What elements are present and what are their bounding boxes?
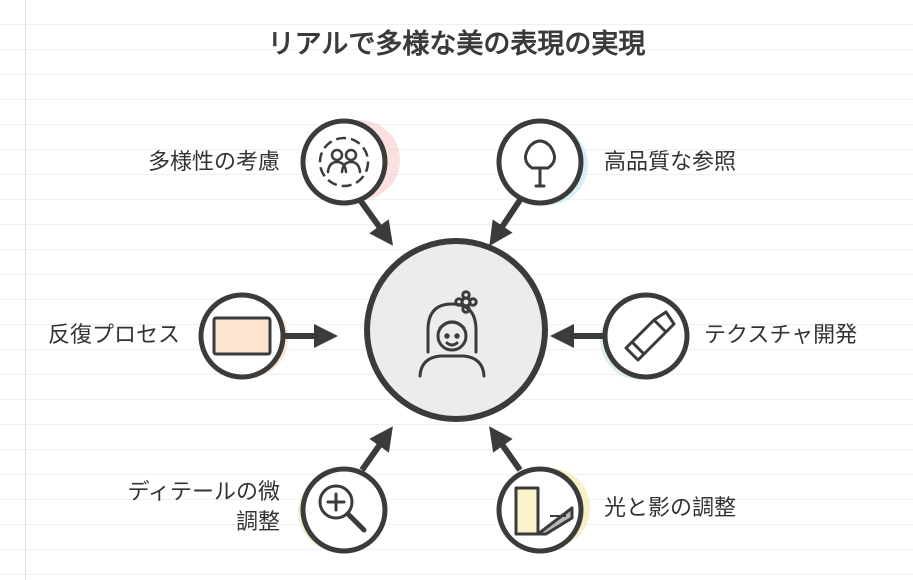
label-detail-line2: 調整 bbox=[235, 510, 280, 535]
label-detail: ディテールの微 調整 bbox=[128, 478, 280, 538]
label-diversity: 多様性の考慮 bbox=[147, 150, 280, 175]
node-diversity bbox=[300, 118, 400, 246]
label-detail-line1: ディテールの微 bbox=[127, 480, 280, 505]
cube-shadow-icon bbox=[514, 486, 574, 536]
rectangle-frame-icon bbox=[212, 316, 272, 356]
label-texture: テクスチャ開発 bbox=[704, 323, 858, 348]
label-iteration: 反復プロセス bbox=[47, 323, 180, 348]
page-title: リアルで多様な美の表現の実現 bbox=[267, 29, 646, 60]
woman-with-flower-icon bbox=[418, 290, 486, 378]
cotton-swab-icon bbox=[524, 139, 556, 188]
label-quality: 高品質な参照 bbox=[604, 150, 737, 175]
center-node bbox=[364, 238, 548, 422]
node-lighting bbox=[489, 426, 590, 554]
node-quality bbox=[489, 118, 588, 246]
lipstick-icon bbox=[624, 310, 676, 362]
node-texture bbox=[550, 292, 690, 380]
node-iteration bbox=[198, 292, 338, 380]
node-detail bbox=[298, 426, 393, 554]
label-lighting: 光と影の調整 bbox=[604, 496, 737, 521]
people-group-icon bbox=[326, 148, 362, 174]
magnifier-plus-icon bbox=[318, 484, 367, 533]
